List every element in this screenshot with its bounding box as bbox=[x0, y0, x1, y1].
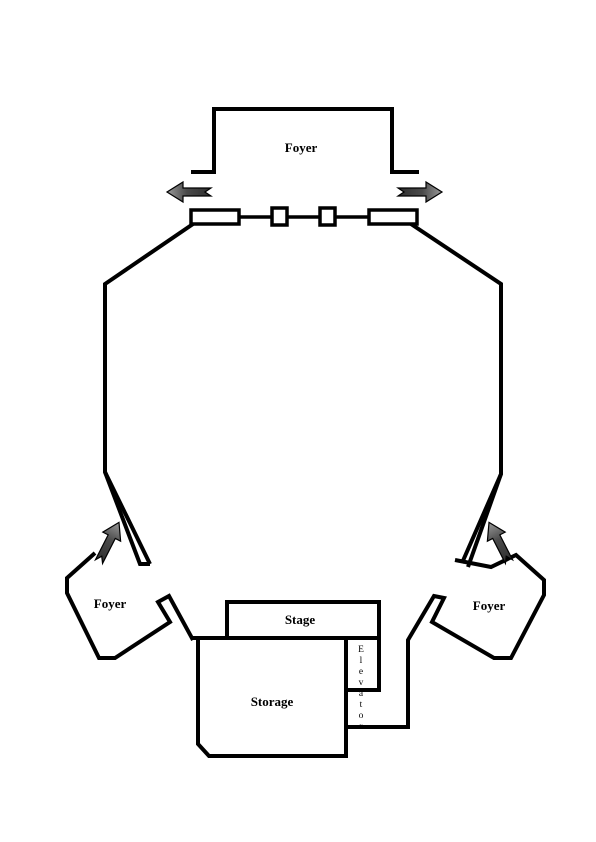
foyer-left-wall bbox=[65, 551, 195, 660]
hall-wall-right bbox=[409, 222, 503, 564]
elevator-label-letter: E bbox=[358, 645, 364, 655]
stage-label: Stage bbox=[285, 612, 316, 627]
storage-label: Storage bbox=[251, 694, 294, 709]
elevator-label-letter: v bbox=[359, 678, 364, 688]
foyer-top-wall bbox=[191, 107, 419, 174]
foyer-right-label: Foyer bbox=[473, 598, 506, 613]
door-pillar-right bbox=[318, 206, 337, 227]
exit-arrow-icon bbox=[94, 521, 122, 566]
storage-wall bbox=[193, 636, 381, 758]
elevator-label-letter: r bbox=[359, 722, 363, 732]
foyer-left-room: Foyer bbox=[65, 521, 195, 660]
elevator-label-letter: t bbox=[360, 700, 363, 710]
door-right bbox=[367, 208, 419, 226]
hall-wall-right-inner bbox=[466, 473, 503, 568]
elevator-label-letter: o bbox=[359, 711, 364, 721]
hall-wall-left-inner bbox=[103, 471, 150, 566]
elevator-room: E l e v a t o r bbox=[358, 645, 364, 732]
door-pillar-left bbox=[270, 206, 289, 227]
foyer-right-room: Foyer bbox=[346, 521, 546, 729]
foyer-top-label: Foyer bbox=[285, 140, 318, 155]
storage-room: Storage bbox=[193, 636, 381, 758]
elevator-label-letter: l bbox=[360, 656, 363, 666]
foyer-right-wall bbox=[346, 552, 546, 729]
stage-room: Stage bbox=[225, 600, 381, 640]
door-left bbox=[189, 208, 241, 226]
exit-arrow-icon bbox=[165, 180, 213, 204]
foyer-top-room: Foyer bbox=[191, 107, 419, 174]
elevator-label-letter: e bbox=[359, 667, 363, 677]
main-hall bbox=[103, 222, 503, 568]
entrance-doors bbox=[189, 206, 419, 227]
elevator-label-letter: a bbox=[359, 689, 364, 699]
foyer-left-label: Foyer bbox=[94, 596, 127, 611]
exit-arrow-icon bbox=[486, 521, 514, 566]
exit-arrow-icon bbox=[396, 180, 444, 204]
hall-wall-left bbox=[103, 222, 195, 565]
